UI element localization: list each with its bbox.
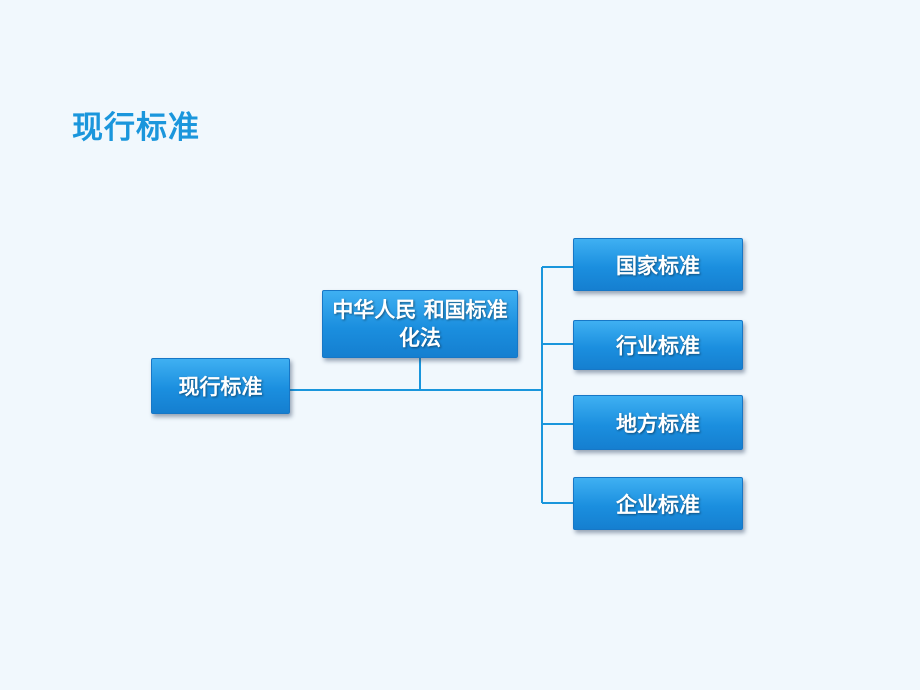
node-national-standard-label: 国家标准 [616,253,700,278]
node-industry-standard: 行业标准 [573,320,743,370]
node-national-standard: 国家标准 [573,238,743,291]
node-enterprise-standard: 企业标准 [573,477,743,530]
node-local-standard-label: 地方标准 [616,411,700,436]
node-root: 现行标准 [151,358,290,414]
node-enterprise-standard-label: 企业标准 [616,492,700,517]
node-legal-basis-label: 中华人民 和国标准化法 [332,297,508,350]
node-root-label: 现行标准 [178,375,263,399]
node-industry-standard-label: 行业标准 [616,334,700,358]
node-legal-basis: 中华人民 和国标准化法 [322,290,518,358]
slide-title: 现行标准 [72,110,200,146]
node-local-standard: 地方标准 [573,395,743,450]
